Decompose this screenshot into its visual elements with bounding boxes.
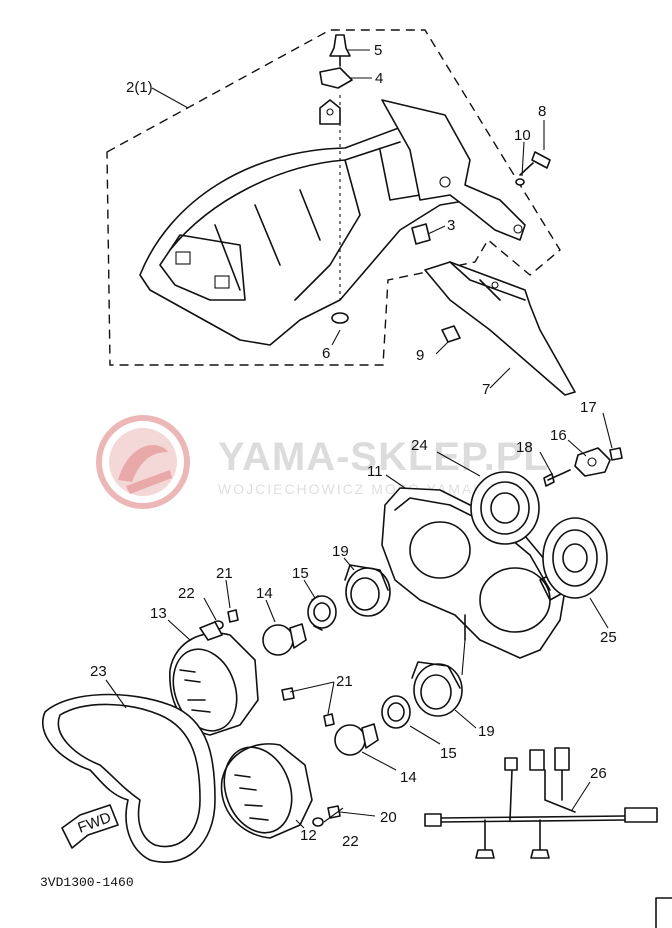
clip-4 [319, 67, 353, 89]
socket-15-lower [381, 695, 411, 729]
panel-slot [214, 275, 230, 289]
bolt-18 [543, 469, 571, 487]
rear-fender-ribs [214, 149, 421, 291]
screw-9 [441, 325, 461, 343]
collar-10 [515, 178, 525, 186]
washer-6 [331, 312, 349, 324]
fwd-arrow-icon: FWD [61, 804, 119, 849]
screw-21-lower-a [281, 687, 295, 701]
callout-15-lower: 15 [440, 745, 457, 762]
grommet-lead-b [530, 849, 550, 859]
ring-25 [542, 517, 608, 599]
callout-9: 9 [416, 347, 424, 364]
connector-b [529, 749, 545, 771]
assembly-outline [106, 29, 561, 366]
cover-19-upper [344, 564, 391, 617]
rear-fender-inner-edge [169, 141, 401, 301]
watermark-logo-icon [96, 415, 190, 509]
mount-hole [439, 176, 451, 188]
bolt-8 [531, 151, 551, 169]
callout-19-lower: 19 [478, 723, 495, 740]
callout-20: 20 [380, 809, 397, 826]
callout-21-lower: 21 [336, 673, 353, 690]
callout-15-upper: 15 [292, 565, 309, 582]
bracket-16 [574, 447, 611, 477]
mudflap-hole [491, 281, 499, 289]
panel-slot [175, 251, 191, 265]
callout-10: 10 [514, 127, 531, 144]
connector-a [504, 757, 518, 771]
callout-14-upper: 14 [256, 585, 273, 602]
callout-22-upper: 22 [178, 585, 195, 602]
callout-25: 25 [600, 629, 617, 646]
screw-21-lower-b [323, 713, 335, 727]
callout-11: 11 [367, 463, 383, 480]
screw-21-upper [227, 609, 239, 623]
tab-hole [326, 108, 334, 116]
connector-c [554, 747, 570, 771]
watermark-subtitle: WOJCIECHOWICZ MOTO YAMAHA [218, 481, 497, 497]
callout-17: 17 [580, 399, 597, 416]
callout-4: 4 [375, 70, 383, 87]
callout-5: 5 [374, 42, 382, 59]
rear-fender-tail [381, 99, 526, 241]
callout-12: 12 [300, 827, 317, 844]
callout-14-lower: 14 [400, 769, 417, 786]
bezel-inner [57, 703, 201, 848]
rear-fender-group [106, 29, 576, 396]
callout-16: 16 [550, 427, 567, 444]
upper-lamp-chain [212, 564, 391, 656]
screw-20 [327, 805, 341, 819]
cover-19-lower [411, 661, 463, 717]
callout-2: 2(1) [126, 79, 153, 96]
corner-mark [655, 897, 672, 928]
meter-13 [169, 621, 259, 736]
callout-13: 13 [150, 605, 167, 622]
mudflap-edge [449, 261, 526, 301]
watermark-title: YAMA-SKLEP.PL [218, 435, 549, 479]
callout-21-upper: 21 [216, 565, 233, 582]
meter-case-bore-left [409, 521, 471, 579]
grommet-lead-a [475, 849, 495, 859]
mudflap-7 [424, 261, 576, 396]
callout-22-lower: 22 [342, 833, 359, 850]
diagram-code: 3VD1300-1460 [40, 875, 134, 890]
bezel-23: FWD [42, 693, 216, 863]
callout-23: 23 [90, 663, 107, 680]
callout-18: 18 [516, 439, 533, 456]
rear-fender-panel [159, 234, 246, 301]
bulb-14-upper [262, 623, 307, 656]
callout-24: 24 [411, 437, 428, 454]
callout-3: 3 [447, 217, 455, 234]
grommet-3 [411, 223, 431, 245]
bezel-outer [42, 693, 216, 863]
ring-24 [470, 471, 540, 545]
washer-22-lower [312, 817, 324, 827]
meter-case-group [381, 447, 623, 676]
callout-26: 26 [590, 765, 607, 782]
leader-lines [105, 49, 613, 829]
connector-left [424, 813, 442, 827]
callout-7: 7 [482, 381, 490, 398]
callout-19-upper: 19 [332, 543, 349, 560]
rivet-5 [329, 34, 351, 57]
meter-12 [220, 687, 341, 839]
rear-fender-mount-tab [319, 99, 341, 125]
lower-lamp-chain [334, 661, 463, 756]
callout-6: 6 [322, 345, 330, 362]
socket-15-upper [307, 595, 337, 631]
mount-hole [513, 224, 523, 234]
callout-8: 8 [538, 103, 546, 120]
cable-lead [461, 639, 466, 676]
connector-right [624, 807, 658, 823]
callout-labels: 2(1) 5 4 3 6 8 10 9 7 17 16 18 24 11 25 … [90, 42, 617, 850]
bulb-14-lower [334, 723, 379, 756]
screw-17 [609, 447, 623, 461]
wire-harness-26 [424, 747, 658, 859]
